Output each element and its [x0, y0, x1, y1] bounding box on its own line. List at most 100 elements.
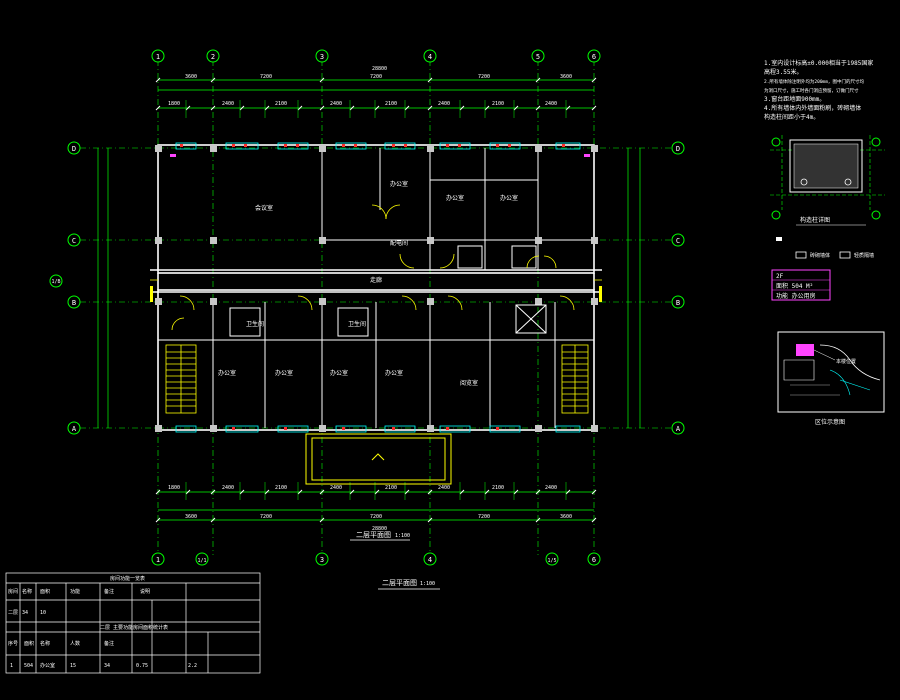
note-line: 为洞口尺寸，施工时各门洞应预留，订做门尺寸	[764, 87, 859, 94]
axis-bubbles	[49, 49, 685, 566]
axis-label-right: B	[676, 299, 680, 307]
axis-label-bottom: 1/1	[197, 558, 206, 564]
svg-text:2100: 2100	[492, 485, 504, 491]
structural-columns	[155, 145, 598, 432]
svg-text:3600: 3600	[185, 514, 197, 520]
svg-text:3600: 3600	[560, 74, 572, 80]
svg-text:1800: 1800	[168, 485, 180, 491]
overall-dimension-top: 28800	[372, 66, 387, 72]
axis-bubble-labels: 1 2 3 4 5 6 1 1/1 3 4 1/5 6 D C B A 1/B …	[51, 53, 680, 564]
svg-text:2100: 2100	[385, 101, 397, 107]
svg-text:7200: 7200	[478, 514, 490, 520]
svg-text:2400: 2400	[545, 101, 557, 107]
table-row-3: 1 504 办公室 15 34 0.75 2.2	[10, 662, 197, 669]
legend-label-partition: 轻质隔墙	[854, 252, 874, 259]
table-cell: 504	[24, 663, 33, 669]
svg-text:3600: 3600	[185, 74, 197, 80]
axis-label-right: D	[676, 145, 680, 153]
svg-text:2400: 2400	[330, 485, 342, 491]
note-line: 4.所有墙体内外墙面粉刷，砖砌墙体	[764, 104, 861, 112]
svg-text:2400: 2400	[222, 101, 234, 107]
note-line: 1.室内设计标高±0.000相当于1985国家	[764, 59, 873, 67]
axis-label-top: 5	[536, 53, 540, 61]
table-cell: 备注	[104, 588, 114, 595]
column-detail-title: 构造柱详图	[800, 216, 830, 224]
room-label: 办公室	[390, 180, 408, 188]
axis-label-left: C	[72, 237, 76, 245]
table-cell: 10	[40, 610, 46, 616]
svg-text:7200: 7200	[478, 74, 490, 80]
svg-text:3600: 3600	[560, 514, 572, 520]
svg-text:1800: 1800	[168, 101, 180, 107]
svg-text:2100: 2100	[492, 101, 504, 107]
svg-text:2400: 2400	[330, 101, 342, 107]
axis-label-top: 4	[428, 53, 432, 61]
title-block	[5, 572, 261, 674]
axis-label-top: 2	[211, 53, 215, 61]
table-subtitle: 二层 主要功能房间面积统计表	[100, 624, 168, 631]
table-cell: 办公室	[40, 662, 55, 669]
area-box-use: 功能 办公用房	[776, 292, 816, 300]
svg-text:2400: 2400	[438, 101, 450, 107]
table-header-cells: 房间 名称 面积 功能 备注 说明	[8, 588, 150, 595]
room-label: 阅览室	[460, 379, 478, 387]
general-notes: 1.室内设计标高±0.000相当于1985国家 高程3.55米。 2.所有墙体除…	[764, 59, 873, 121]
table-cell: 15	[70, 663, 76, 669]
column-detail	[770, 135, 885, 220]
table-cell: 名称	[22, 588, 32, 595]
axis-label-top: 1	[156, 53, 160, 61]
sheet-scale: 1:100	[420, 581, 435, 587]
room-label: 会议室	[255, 204, 273, 212]
axis-grid	[80, 60, 680, 555]
table-cell: 名称	[40, 640, 50, 647]
svg-text:2400: 2400	[438, 485, 450, 491]
room-label: 卫生间	[348, 320, 366, 328]
area-box	[771, 269, 831, 301]
axis-label-left: A	[72, 425, 77, 433]
table-cell: 备注	[104, 640, 114, 647]
table-cell: 说明	[140, 588, 150, 595]
table-cell: 34	[22, 610, 28, 616]
room-label: 办公室	[446, 194, 464, 202]
axis-label-bottom: 1	[156, 556, 160, 564]
highlight-marks	[170, 154, 590, 157]
note-line: 3.窗台距地面900mm。	[764, 95, 825, 103]
svg-text:2100: 2100	[385, 485, 397, 491]
table-row-2: 序号 面积 名称 人数 备注	[8, 640, 114, 647]
entrance-canopy	[305, 433, 452, 485]
table-title: 房间功能一览表	[110, 575, 145, 582]
table-cell: 功能	[70, 588, 80, 595]
svg-text:2400: 2400	[222, 485, 234, 491]
axis-label-bottom: 3	[320, 556, 324, 564]
axis-label-top: 6	[592, 53, 596, 61]
sheet-title: 二层平面图	[382, 579, 417, 587]
plan-title: 二层平面图	[356, 531, 391, 539]
table-cell: 序号	[8, 640, 18, 647]
dimension-ticks	[155, 77, 597, 523]
axis-label-bottom: 1/5	[547, 558, 556, 564]
note-line: 构造柱间距小于4m。	[764, 113, 819, 121]
room-label: 办公室	[218, 369, 236, 377]
room-label: 办公室	[385, 369, 403, 377]
svg-text:7200: 7200	[260, 74, 272, 80]
site-plan-title: 区位示意图	[815, 418, 845, 426]
room-label: 配电间	[390, 239, 408, 247]
area-box-area: 面积 504 M²	[776, 282, 813, 290]
axis-label-right: C	[676, 237, 680, 245]
table-cell: 1	[10, 663, 13, 669]
room-label: 办公室	[330, 369, 348, 377]
doors	[171, 204, 575, 331]
note-line: 高程3.55米。	[764, 68, 802, 76]
table-cell: 房间	[8, 588, 18, 595]
site-plan	[777, 331, 885, 413]
axis-label-left: D	[72, 145, 76, 153]
svg-text:7200: 7200	[370, 74, 382, 80]
axis-label-top: 3	[320, 53, 324, 61]
axis-label-right: A	[676, 425, 681, 433]
room-label: 走廊	[370, 276, 382, 284]
table-cell: 2.2	[188, 663, 197, 669]
svg-text:2400: 2400	[545, 485, 557, 491]
legend-label-masonry: 砖砌墙体	[810, 252, 830, 259]
table-cell: 面积	[40, 588, 50, 595]
plan-scale: 1:100	[395, 533, 410, 539]
